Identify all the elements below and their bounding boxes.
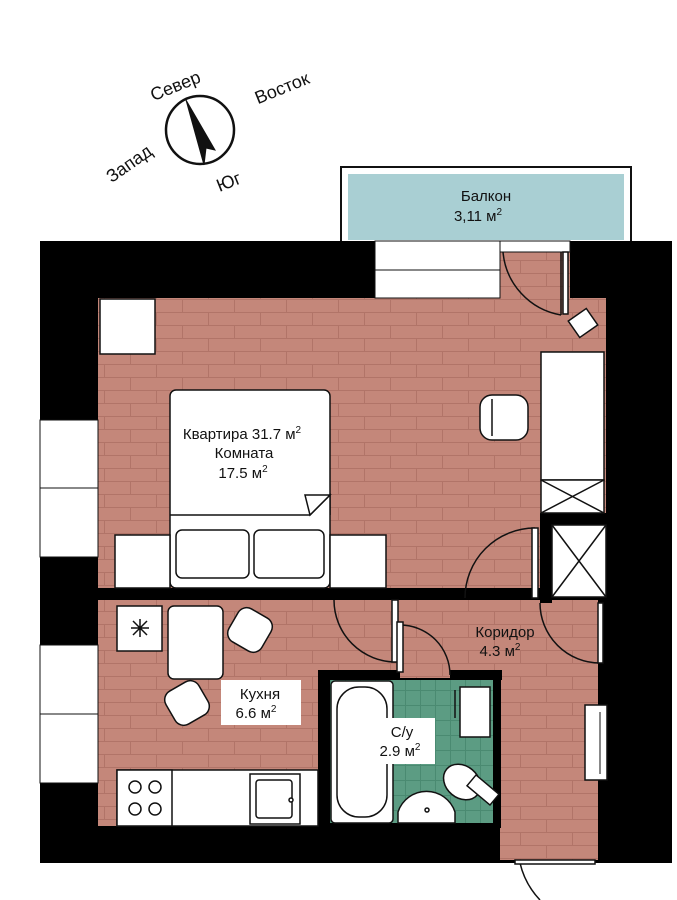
- door-bath-leaf: [396, 621, 404, 673]
- kitchen-sink-basin: [255, 779, 293, 819]
- desk: [540, 351, 605, 481]
- burner-4: [148, 802, 162, 816]
- wall-bathroom-right: [493, 670, 501, 828]
- burner-1: [128, 780, 142, 794]
- door-entrance-swing: [519, 862, 541, 900]
- bath-cabinet: [459, 686, 491, 738]
- kitchen-label-bg: [221, 680, 301, 725]
- bathroom-label-bg: [373, 718, 435, 764]
- wall-corridor-right: [540, 513, 610, 525]
- kitchen-furniture: [116, 605, 319, 827]
- compass-east-label: Восток: [252, 68, 312, 108]
- bench-left: [114, 534, 171, 589]
- balcony-floor: [348, 174, 624, 240]
- nightstand: [99, 298, 156, 355]
- pillow-right: [253, 529, 325, 579]
- bathroom-area: 2.9 м2: [380, 742, 421, 760]
- door-room-leaf: [531, 527, 539, 599]
- balcony-door-floor: [500, 252, 570, 300]
- balcony: Балкон 3,11 м2: [340, 166, 632, 244]
- corridor-furniture: [584, 704, 608, 781]
- door-room-swing: [464, 527, 536, 599]
- doors: [333, 251, 604, 900]
- pillow-left: [175, 529, 250, 579]
- wall-room-kitchen: [98, 588, 334, 600]
- interior-walls: [98, 513, 610, 863]
- kitchen-table: [167, 605, 224, 680]
- wall-bathroom-top-right: [450, 670, 502, 680]
- sink-drain: [288, 797, 294, 803]
- kitchen-area: 6.6 м2: [236, 704, 277, 722]
- washbasin-drain: [424, 807, 430, 813]
- blanket-corner: [304, 494, 332, 517]
- bench-right: [329, 534, 387, 589]
- corridor-area: 4.3 м2: [480, 642, 521, 660]
- wall-room-corridor: [396, 588, 468, 600]
- stove: [116, 769, 173, 827]
- room-furniture: [99, 298, 607, 598]
- burner-2: [148, 780, 162, 794]
- wall-bathroom-left: [318, 670, 330, 828]
- washbasin: [397, 790, 456, 824]
- balcony-name: Балкон: [461, 188, 511, 205]
- kitchen-name: Кухня: [240, 686, 280, 703]
- apartment-label: Квартира 31.7 м2: [183, 425, 302, 443]
- corridor-name: Коридор: [475, 624, 534, 641]
- burner-3: [128, 802, 142, 816]
- kitchen-chair-2: [163, 679, 211, 727]
- door-corridor-leaf: [597, 602, 604, 664]
- door-bath-swing: [399, 624, 451, 676]
- toilet-tank: [465, 773, 501, 807]
- corridor-floor-lower: [498, 600, 598, 860]
- compass-west-label: Запад: [102, 140, 156, 186]
- compass-south-label: Юг: [214, 168, 245, 196]
- compass-arrow-icon: [185, 99, 217, 166]
- fan-icon: [131, 619, 149, 637]
- corridor-floor: [320, 600, 518, 678]
- window-balcony-door: [499, 240, 571, 253]
- bathroom-name: С/у: [391, 724, 414, 741]
- room-area: 17.5 м2: [218, 464, 268, 482]
- lamp: [567, 307, 599, 339]
- desk-chair: [479, 394, 529, 441]
- compass: Север Восток Запад Юг: [102, 67, 312, 196]
- wall-bottom: [98, 826, 500, 863]
- room-labels: Квартира 31.7 м2 Комната 17.5 м2 Коридор…: [183, 425, 535, 764]
- wardrobe-cross-icon: [551, 524, 607, 598]
- room-name: Комната: [215, 445, 274, 462]
- windows: [39, 240, 571, 784]
- door-balcony-leaf: [562, 251, 569, 315]
- dresser-cross-icon: [540, 479, 605, 514]
- bathroom-fixtures: [330, 680, 501, 824]
- compass-north-label: Север: [147, 67, 203, 105]
- balcony-area: 3,11 м2: [454, 207, 503, 225]
- compass-circle: [164, 94, 236, 166]
- wall-bathroom-top: [318, 670, 400, 680]
- shoe-cabinet: [584, 704, 608, 781]
- door-balcony-swing: [502, 251, 562, 316]
- wall-corridor-vert: [540, 513, 552, 603]
- door-corridor-swing: [539, 602, 601, 664]
- door-entrance-opening: [514, 859, 596, 865]
- kitchen-chair-1: [226, 606, 274, 654]
- door-kitchen-swing: [333, 599, 397, 663]
